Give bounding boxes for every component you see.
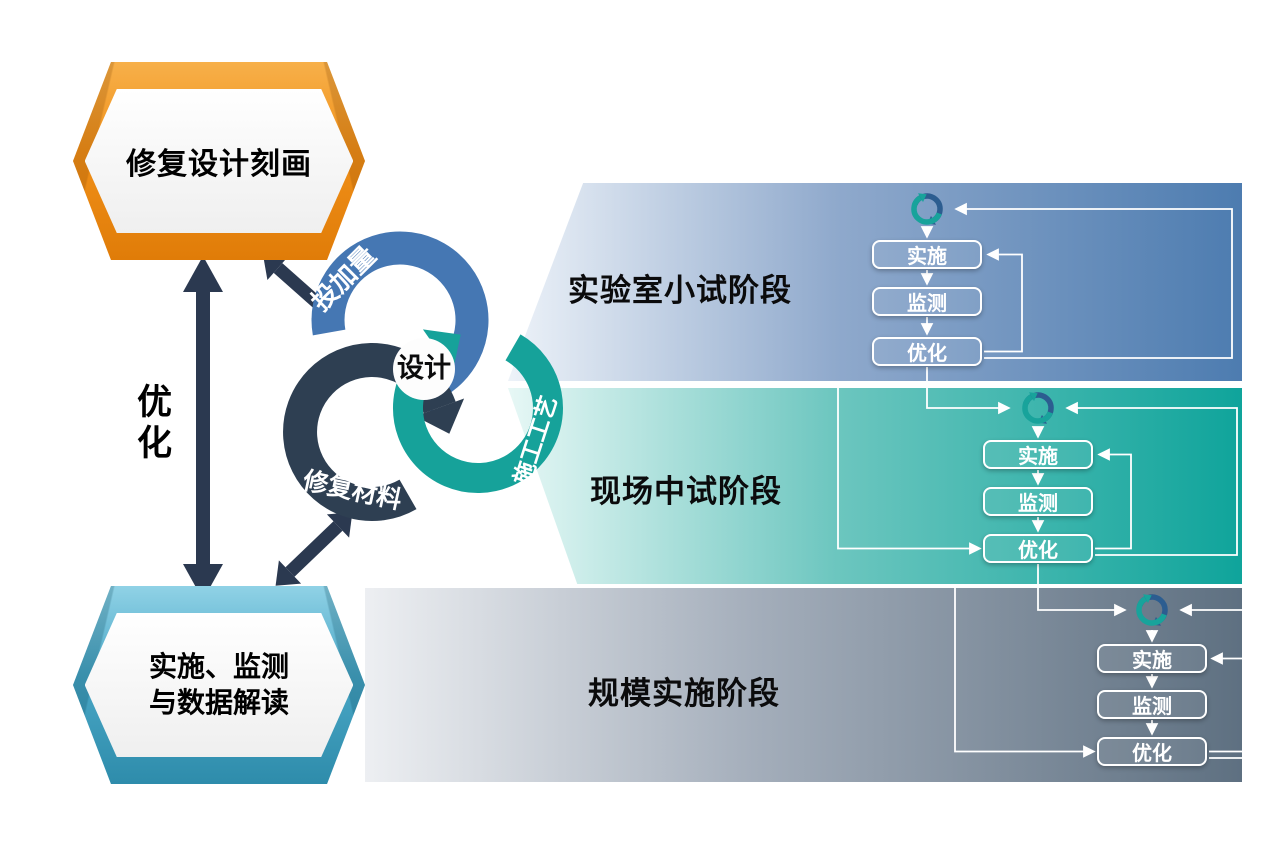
cycle-icon-arc-teal <box>1136 596 1167 626</box>
stage-band-fullscale <box>365 588 1242 782</box>
feedback-loop-outer-2 <box>1065 401 1238 556</box>
feedback-loop-inner-2 <box>1095 448 1132 550</box>
stage-title-pilot: 现场中试阶段 <box>590 474 782 509</box>
cycle-icon <box>1022 392 1054 424</box>
stage-flow-connectors <box>837 202 1259 759</box>
step-box-implement: 实施 <box>983 440 1093 469</box>
stage-band-pilot <box>507 388 1242 584</box>
step-box-monitor: 监测 <box>872 287 982 316</box>
cycle-icon <box>1136 594 1168 626</box>
design-cycle: 投加量 施工工艺 修复材料 设计 <box>283 231 563 521</box>
optimize-arrowhead-down <box>183 564 223 600</box>
dosage-ring <box>311 231 489 404</box>
optimize-arrowhead-up <box>183 256 223 292</box>
step-box-implement: 实施 <box>872 240 982 269</box>
optimize-double-arrow <box>183 256 223 600</box>
implement-banner-panel: 实施、监测 与数据解读 <box>84 612 354 758</box>
implement-banner-label-line2: 与数据解读 <box>148 687 289 718</box>
feedback-loop-inner-1 <box>984 248 1023 353</box>
implement-banner-label-line1: 实施、监测 <box>148 650 289 682</box>
design-banner-panel: 修复设计刻画 <box>84 88 354 234</box>
cycle-icon-arc-teal <box>911 195 942 225</box>
optimize-label: 优化 <box>132 383 171 465</box>
diag-arrowhead <box>326 512 353 538</box>
step-box-monitor: 监测 <box>983 487 1093 516</box>
cycle-icon-arc-teal <box>1022 394 1053 424</box>
design-banner: 修复设计刻画 <box>73 62 365 260</box>
entry-line-stage2 <box>837 382 982 555</box>
cycle-icon-arrow-teal <box>1143 594 1152 604</box>
stage-title-lab: 实验室小试阶段 <box>568 273 792 308</box>
entry-line-stage3 <box>954 585 1096 758</box>
connector-stage2-to-stage3 <box>1037 564 1127 617</box>
stage-title-fullscale: 规模实施阶段 <box>588 676 780 711</box>
step-box-optimize: 优化 <box>872 337 982 366</box>
implement-banner: 实施、监测 与数据解读 <box>73 586 365 784</box>
feedback-loop-outer-3 <box>1179 603 1259 759</box>
process-ring <box>393 334 563 493</box>
stage-band-lab <box>507 183 1242 381</box>
step-box-implement: 实施 <box>1097 644 1207 673</box>
diag-arrowhead <box>275 560 302 586</box>
feedback-loop-inner-3 <box>1209 652 1244 753</box>
design-center-label: 设计 <box>397 353 451 383</box>
design-banner-label: 修复设计刻画 <box>126 148 312 181</box>
cycle-icon-arrow-teal <box>918 193 927 203</box>
design-center-disc <box>393 338 455 400</box>
cycle-icon <box>911 193 943 225</box>
diag-arrow-shaft-bottom <box>285 521 343 577</box>
feedback-loop-outer-1 <box>954 202 1233 359</box>
material-ring-arrowhead <box>415 398 465 434</box>
optimize-arrow-shaft <box>196 290 210 566</box>
cycle-implement-double-arrow <box>275 512 353 586</box>
step-box-monitor: 监测 <box>1097 690 1207 719</box>
connector-stage1-to-stage2 <box>926 367 1011 415</box>
step-box-optimize: 优化 <box>1097 737 1207 766</box>
diag-arrowhead <box>263 254 289 280</box>
cycle-icon-arrow-teal <box>1029 392 1038 402</box>
step-box-optimize: 优化 <box>983 534 1093 563</box>
